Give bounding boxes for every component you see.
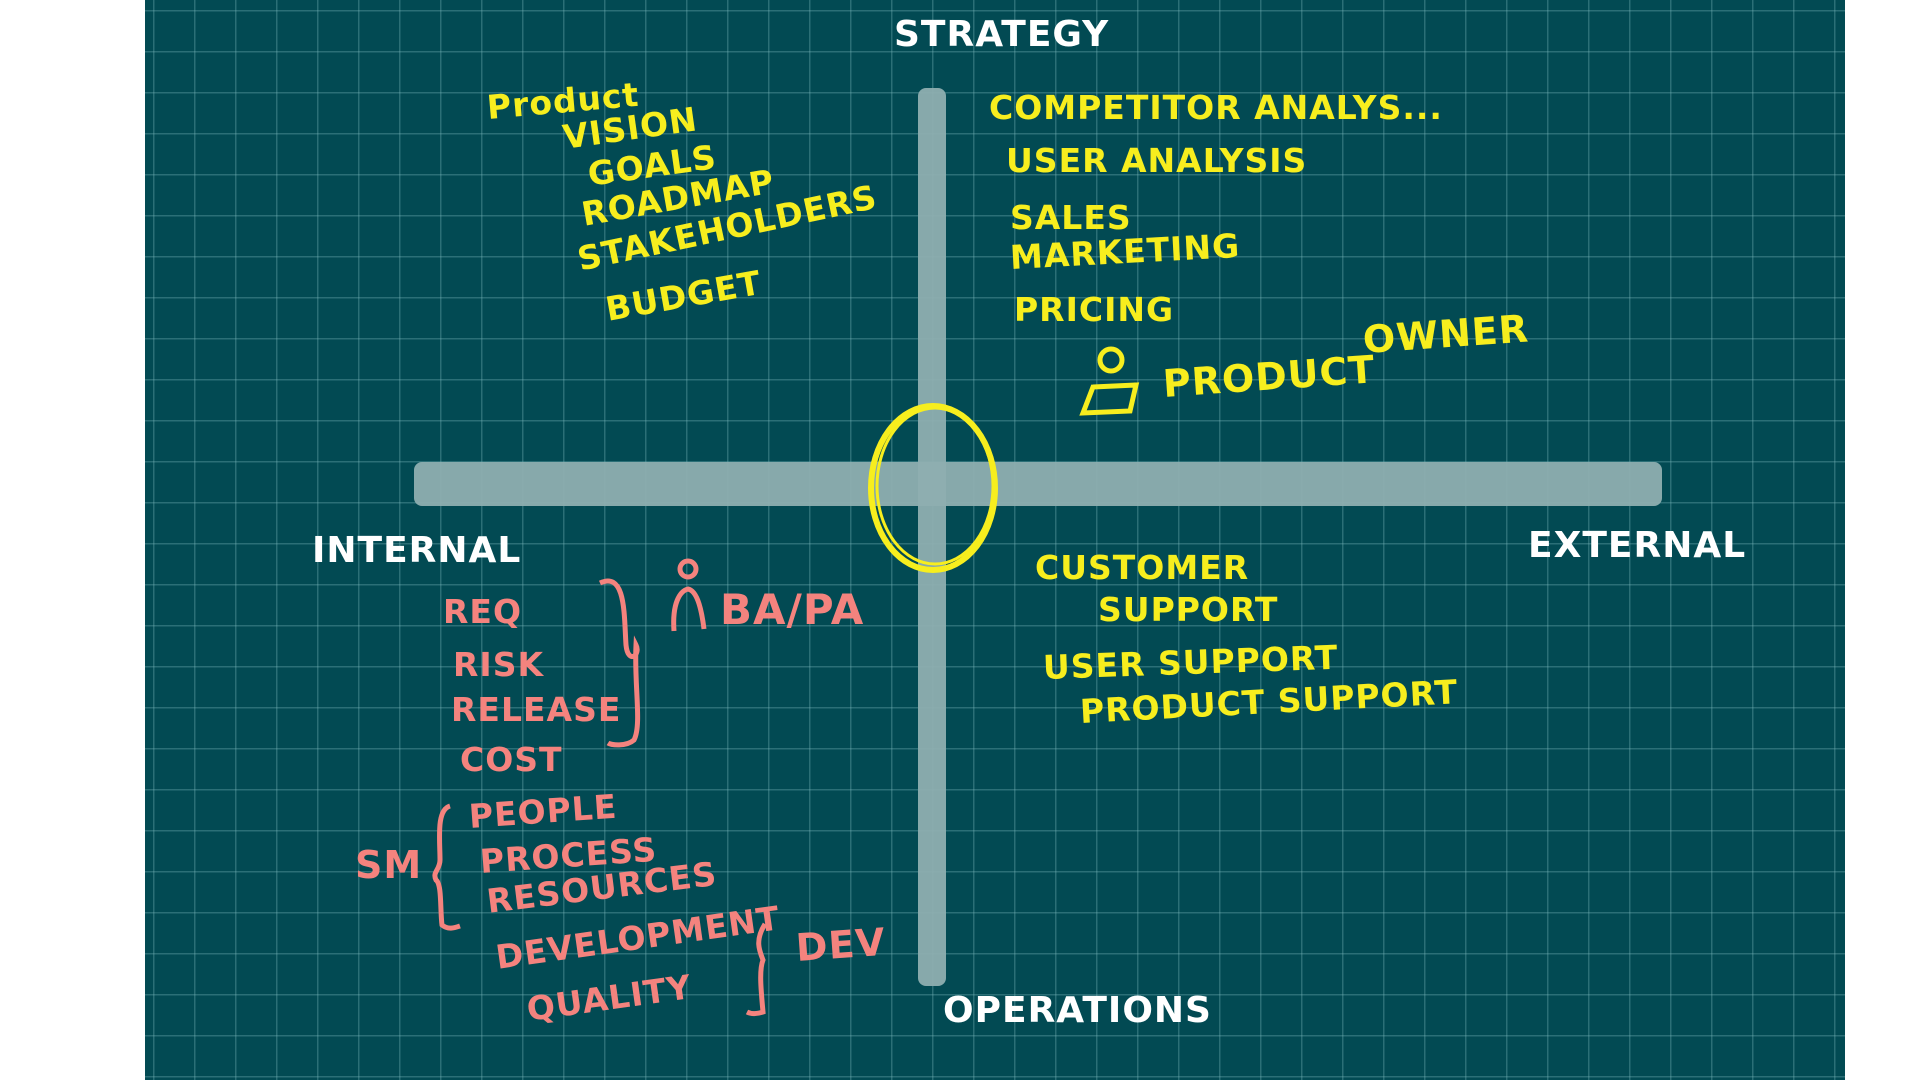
ba-brace — [598, 578, 641, 748]
product-owner-person-icon — [1079, 346, 1140, 416]
axis-label-external: EXTERNAL — [1528, 525, 1747, 566]
axis-label-internal: INTERNAL — [312, 530, 522, 571]
note-cost: COST — [460, 740, 563, 779]
note-competitor-analysis: COMPETITOR ANALYS... — [989, 88, 1443, 127]
note-release: RELEASE — [451, 690, 622, 729]
role-dev: DEV — [794, 919, 888, 970]
sm-brace — [432, 803, 461, 931]
role-sm: SM — [355, 843, 423, 887]
role-ba-pa: BA/PA — [720, 585, 865, 634]
note-pricing: PRICING — [1014, 290, 1175, 329]
axis-label-operations: OPERATIONS — [943, 990, 1212, 1031]
ba-person-icon — [671, 558, 707, 632]
horizontal-axis — [414, 462, 1662, 506]
dev-brace — [745, 922, 768, 1016]
note-customer: CUSTOMER — [1035, 548, 1250, 587]
center-circle — [868, 403, 998, 573]
note-risk: RISK — [453, 645, 545, 684]
axis-label-strategy: STRATEGY — [894, 14, 1110, 55]
note-sales: SALES — [1010, 198, 1132, 237]
note-user-analysis: USER ANALYSIS — [1006, 141, 1308, 180]
note-support: SUPPORT — [1098, 590, 1279, 629]
note-req: REQ — [443, 592, 523, 631]
vertical-axis — [918, 88, 946, 986]
whiteboard-canvas — [145, 0, 1845, 1080]
